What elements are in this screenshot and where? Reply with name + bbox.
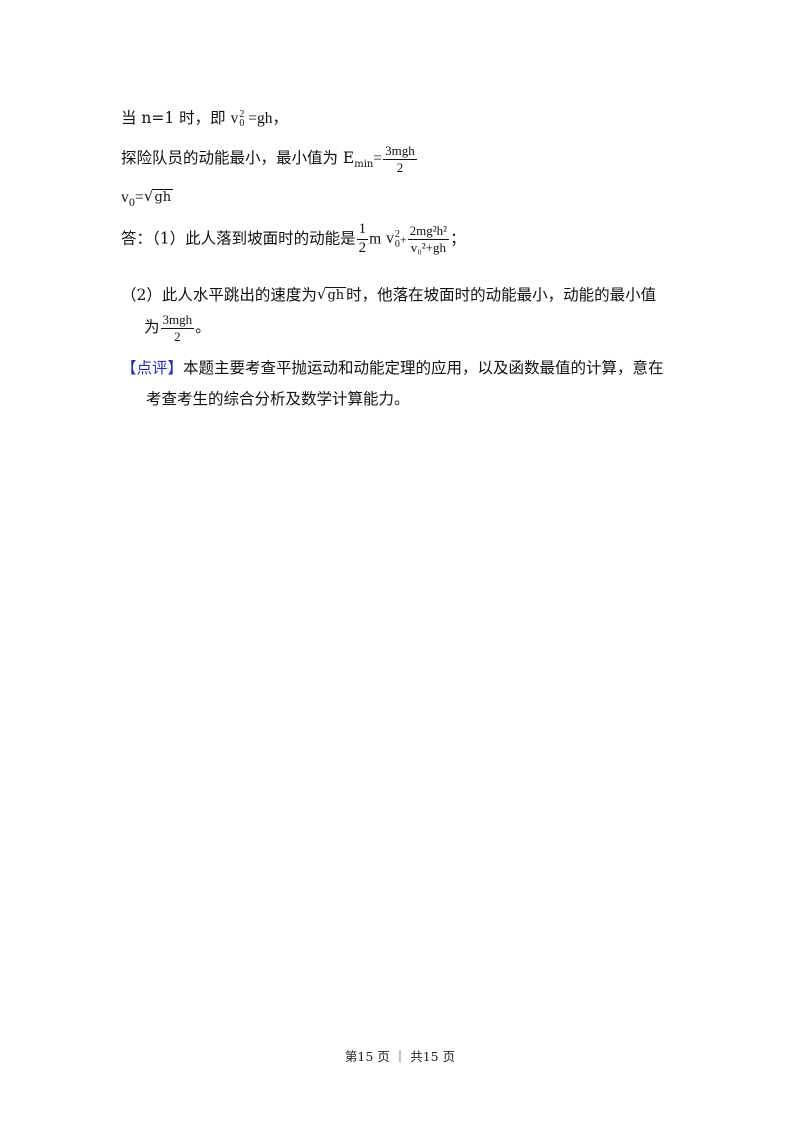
denominator: 2 [174,328,181,344]
equals: = [373,150,383,168]
numerator: 3mgh [160,312,195,329]
text: （2）此人水平跳出的速度为 [121,286,317,304]
comment-line-1: 【点评】本题主要考查平抛运动和动能定理的应用，以及函数最值的计算，意在 [121,356,664,378]
text: 答：（1）此人落到坡面时的动能是 [121,229,356,248]
text: 本题主要考查平抛运动和动能定理的应用，以及函数最值的计算，意在 [183,359,664,377]
numerator: 2mg²h² [407,223,450,240]
var-v: v [386,230,394,248]
comment-line-2: 考查考生的综合分析及数学计算能力。 [146,387,410,409]
plus: + [399,232,407,247]
text: 。 [195,318,211,337]
sqrt-gh: √gh [143,187,174,206]
text: 为 [144,318,160,337]
numerator: 3mgh [383,143,417,160]
subscript: 0 [128,198,136,209]
text: 探险队员的动能最小，最小值为 E [121,149,355,168]
text: 当 n=1 时，即 [121,109,226,127]
superscript: 2 [394,229,400,241]
radical-sign: √ [143,187,154,206]
text: ； [450,229,466,248]
radicand: gh [152,189,174,206]
subscript: 0 [239,118,245,130]
radicand: gh [325,287,347,304]
var-v: v [121,189,129,206]
sqrt-gh: √gh [316,285,347,304]
text: =gh， [248,110,288,127]
radical-sign: √ [316,285,327,304]
page-footer: 第15 页 ｜ 共15 页 [344,1049,456,1064]
var-v: v [230,110,239,127]
denominator: 2 [358,239,367,256]
denominator: v₀²+gh [410,239,446,255]
superscript: 2 [239,108,245,120]
numerator: 1 [356,221,369,240]
subscript: 0 [394,238,400,250]
var-m: m [369,230,382,248]
text: 考查考生的综合分析及数学计算能力。 [146,390,410,408]
comment-tag: 【点评】 [121,359,184,377]
denominator: 2 [396,159,404,175]
subscript-min: min [354,159,374,171]
text: 时，他落在坡面时的动能最小，动能的最小值 [346,286,657,304]
equals: = [135,189,144,206]
solution-line-v0: v0=√gh [121,187,174,209]
